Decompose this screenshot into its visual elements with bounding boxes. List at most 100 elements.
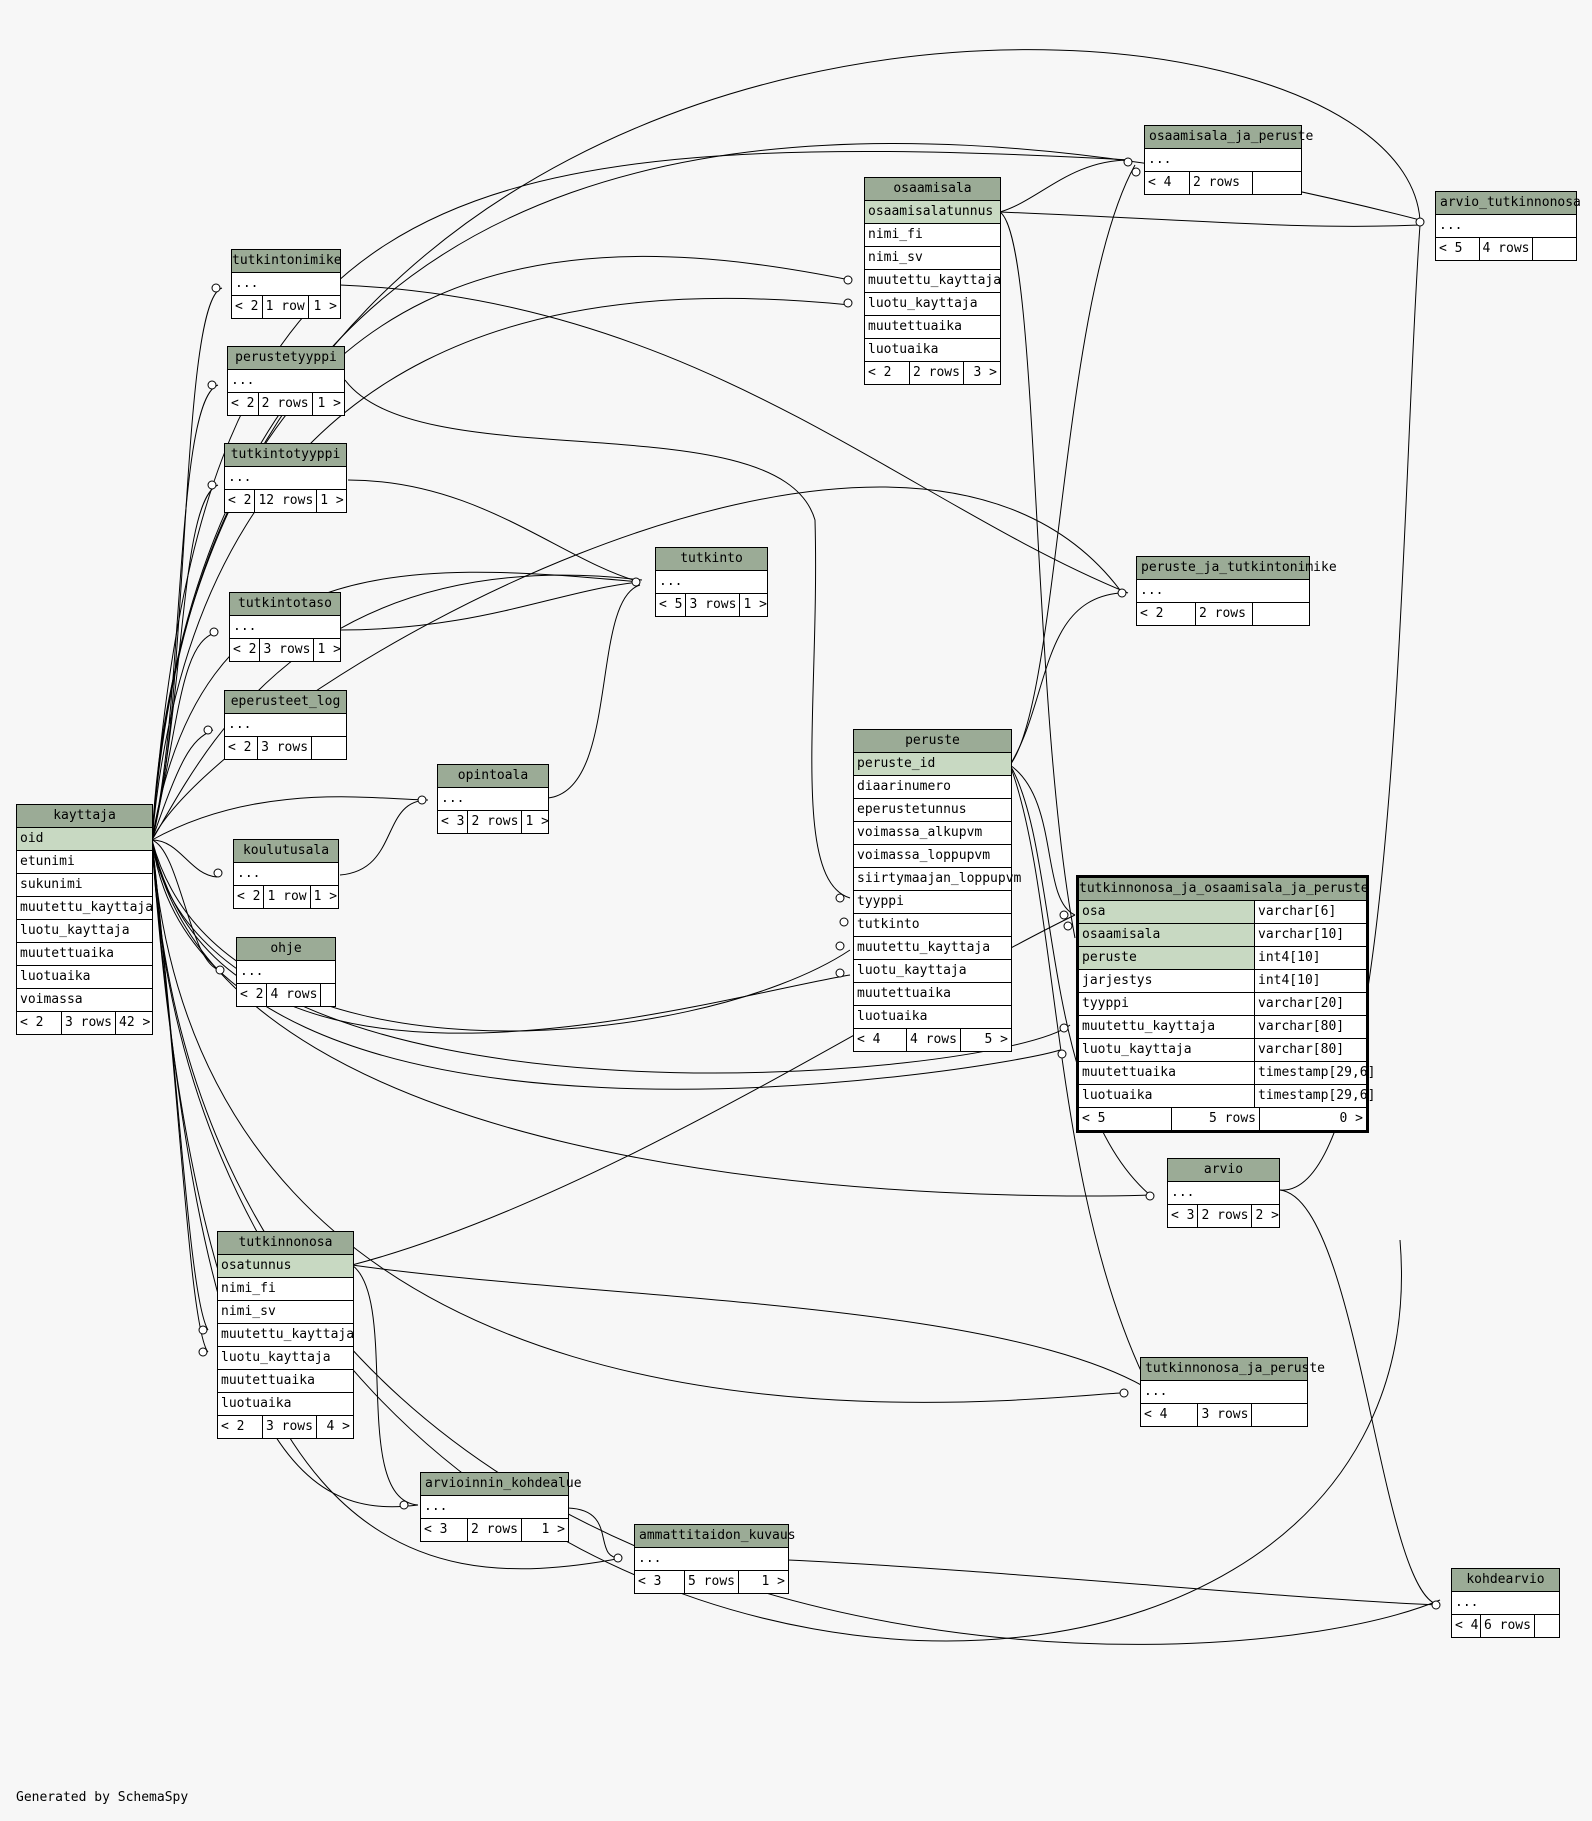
column: luotu_kayttaja xyxy=(218,1347,353,1370)
table-header: ammattitaidon_kuvaus xyxy=(635,1525,796,1548)
table-header: tutkintotyyppi xyxy=(225,444,346,467)
table-peruste[interactable]: peruste peruste_id diaarinumero eperuste… xyxy=(853,729,1021,1052)
column: ... xyxy=(234,863,338,886)
table-header: tutkinto xyxy=(656,548,767,571)
column: ... xyxy=(656,571,767,594)
pk-column: osaamisalatunnus xyxy=(865,201,1000,224)
column: diaarinumero xyxy=(854,776,1011,799)
column: muutettu_kayttaja xyxy=(218,1324,354,1347)
table-osaamisala[interactable]: osaamisala osaamisalatunnus nimi_fi nimi… xyxy=(864,177,1001,385)
column: muutettuaika xyxy=(865,316,1000,339)
table-header: perustetyyppi xyxy=(228,347,344,370)
column: voimassa_loppupvm xyxy=(854,845,1011,868)
column: ... xyxy=(232,273,340,296)
column: ... xyxy=(421,1496,568,1519)
column: ... xyxy=(1137,580,1309,603)
column: nimi_fi xyxy=(865,224,1000,247)
column: ... xyxy=(635,1548,788,1571)
generated-by-footer: Generated by SchemaSpy xyxy=(16,1790,189,1805)
column: ... xyxy=(225,714,346,737)
column: muutettu_kayttaja xyxy=(854,937,1011,960)
column: luotu_kayttaja xyxy=(865,293,1000,316)
column: siirtymaajan_loppupvm xyxy=(854,868,1021,891)
column: muutettuaika xyxy=(218,1370,353,1393)
table-kayttaja[interactable]: kayttaja oid etunimi sukunimi muutettu_k… xyxy=(16,804,153,1035)
column: luotuaika xyxy=(865,339,1000,362)
column: luotuaika xyxy=(17,966,152,989)
column: luotu_kayttaja xyxy=(17,920,152,943)
table-tutkinnonosa-ja-osaamisala-ja-peruste[interactable]: tutkinnonosa_ja_osaamisala_ja_peruste os… xyxy=(1076,875,1375,1133)
table-header: tutkintotaso xyxy=(230,593,340,616)
column: luotu_kayttaja xyxy=(854,960,1011,983)
table-header: arvio xyxy=(1168,1159,1279,1182)
table-tutkinnonosa[interactable]: tutkinnonosa osatunnus nimi_fi nimi_sv m… xyxy=(217,1231,354,1439)
table-header: ohje xyxy=(237,938,335,961)
table-header: tutkintonimike xyxy=(232,250,342,273)
table-header: osaamisala_ja_peruste xyxy=(1145,126,1313,149)
pk-column: oid xyxy=(17,828,152,851)
column: tutkinto xyxy=(854,914,1011,937)
column: tyyppi xyxy=(854,891,1011,914)
column: ... xyxy=(237,961,335,984)
column: muutettu_kayttaja xyxy=(17,897,153,920)
column: muutettu_kayttaja xyxy=(865,270,1001,293)
table-header: peruste xyxy=(854,730,1011,753)
table-header: tutkinnonosa_ja_osaamisala_ja_peruste xyxy=(1079,878,1369,901)
pk-column: peruste_id xyxy=(854,753,1011,776)
column: nimi_sv xyxy=(218,1301,353,1324)
column: ... xyxy=(438,788,548,811)
table-header: peruste_ja_tutkintonimike xyxy=(1137,557,1337,580)
column: voimassa_alkupvm xyxy=(854,822,1011,845)
table-header: tutkinnonosa_ja_peruste xyxy=(1141,1358,1325,1381)
column: eperustetunnus xyxy=(854,799,1011,822)
table-header: kohdearvio xyxy=(1452,1569,1559,1592)
table-header: eperusteet_log xyxy=(225,691,346,714)
column: muutettuaika xyxy=(17,943,152,966)
column: ... xyxy=(1145,149,1301,172)
column: ... xyxy=(1141,1381,1307,1404)
column: nimi_sv xyxy=(865,247,1000,270)
